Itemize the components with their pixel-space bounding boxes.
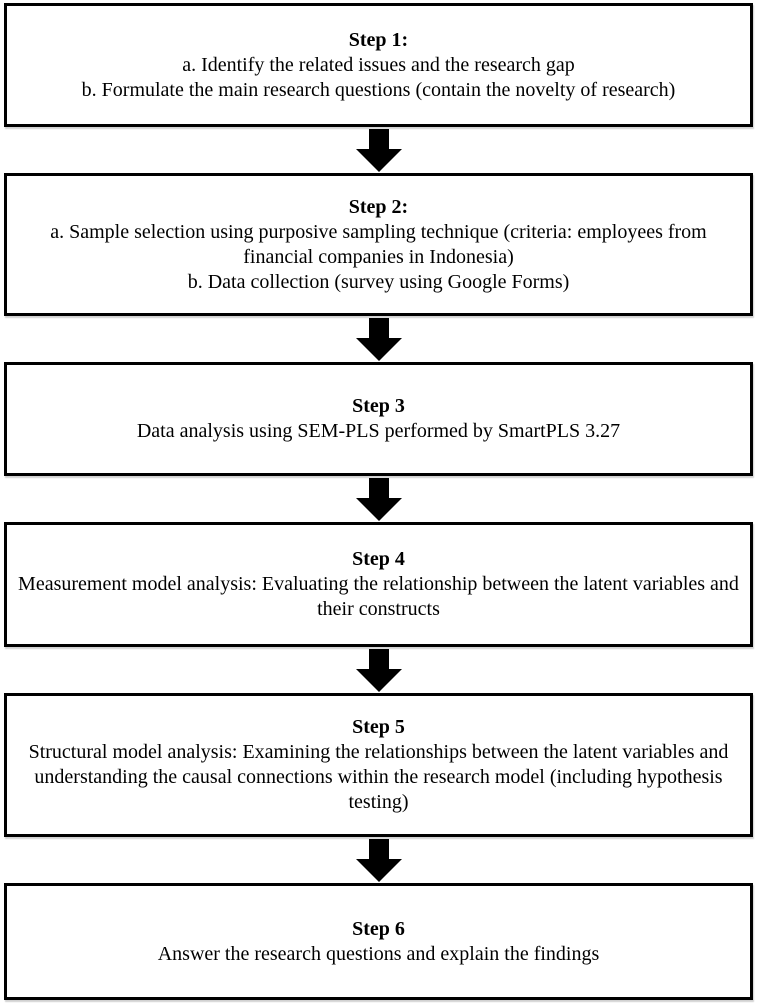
arrow-down-icon (355, 648, 402, 692)
step-5-box: Step 5 Structural model analysis: Examin… (4, 693, 753, 837)
step-1-line-a: a. Identify the related issues and the r… (182, 53, 575, 76)
connector-1 (4, 127, 753, 173)
step-2-title: Step 2: (348, 195, 409, 218)
step-3-line: Data analysis using SEM-PLS performed by… (136, 420, 621, 442)
connector-4 (4, 647, 753, 693)
step-4-box: Step 4 Measurement model analysis: Evalu… (4, 522, 753, 647)
arrow-down-icon (355, 838, 402, 882)
connector-3 (4, 476, 753, 522)
step-3-title: Step 3 (352, 395, 405, 417)
step-6-line: Answer the research questions and explai… (157, 942, 600, 965)
step-1-title: Step 1: (348, 28, 409, 51)
step-4-line: Measurement model analysis: Evaluating t… (18, 573, 739, 620)
step-2-line-a: a. Sample selection using purposive samp… (50, 220, 707, 268)
step-2-line-b: b. Data collection (survey using Google … (187, 270, 570, 293)
arrow-down-icon (355, 317, 402, 361)
step-4-title: Step 4 (352, 548, 405, 570)
step-1-box: Step 1: a. Identify the related issues a… (4, 3, 753, 127)
step-6-title: Step 6 (352, 917, 405, 940)
connector-5 (4, 837, 753, 883)
connector-2 (4, 316, 753, 362)
step-2-box: Step 2: a. Sample selection using purpos… (4, 173, 753, 316)
step-3-box: Step 3 Data analysis using SEM-PLS perfo… (4, 362, 753, 476)
arrow-down-icon (355, 128, 402, 172)
step-6-box: Step 6 Answer the research questions and… (4, 883, 753, 1000)
step-5-line: Structural model analysis: Examining the… (28, 741, 729, 813)
arrow-down-icon (355, 477, 402, 521)
step-5-title: Step 5 (352, 716, 405, 738)
step-1-line-b: b. Formulate the main research questions… (81, 78, 676, 101)
